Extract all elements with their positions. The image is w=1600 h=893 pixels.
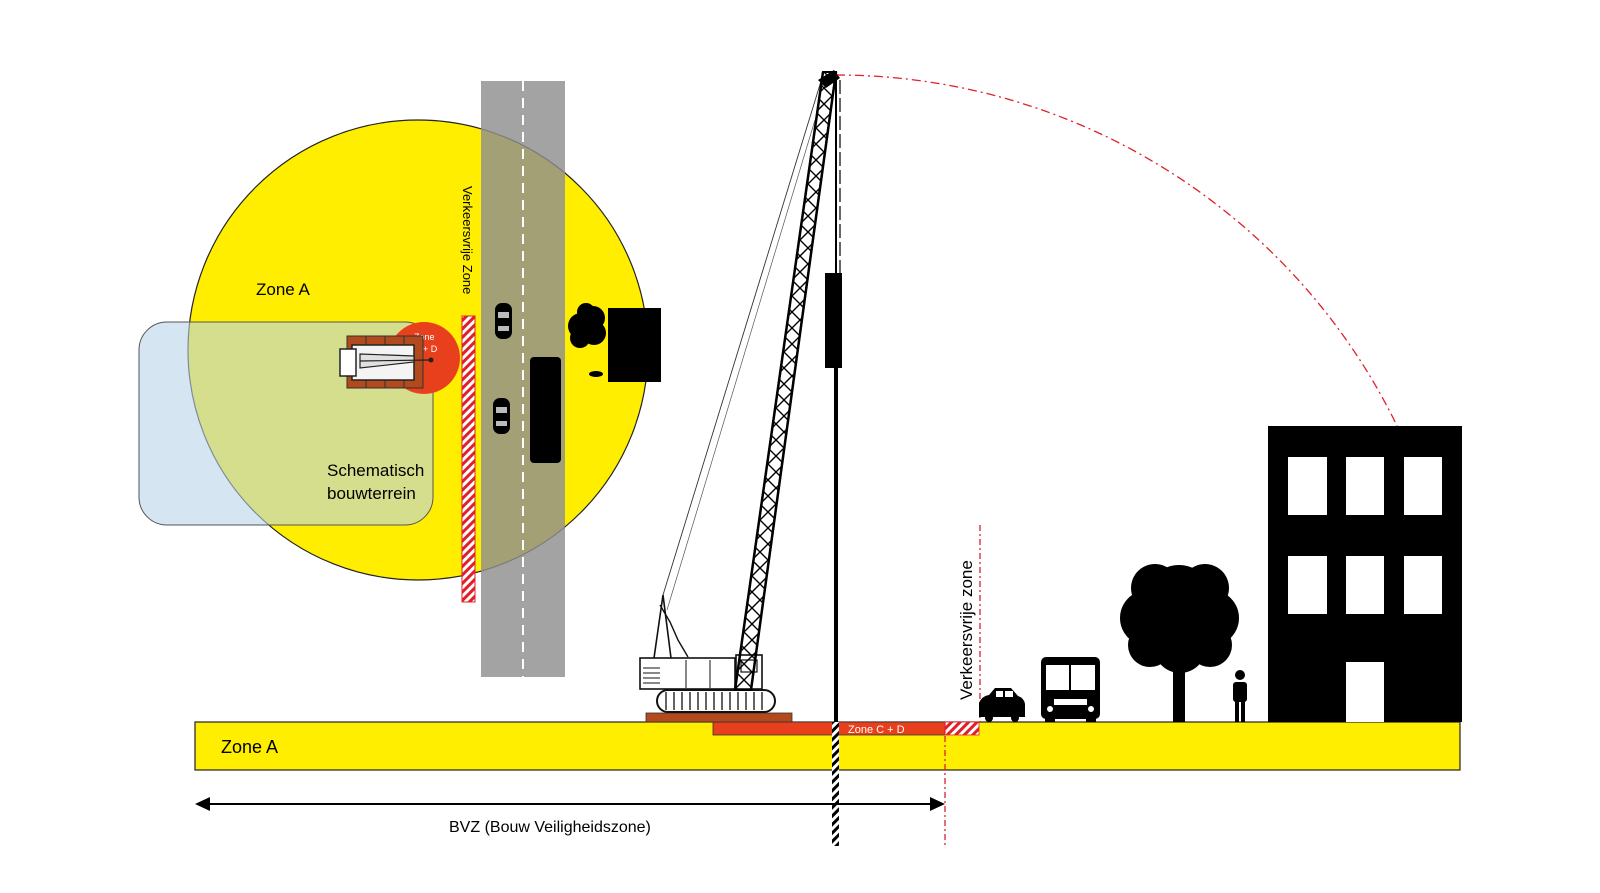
building-icon [608,308,661,382]
car-icon [495,303,512,339]
plan-zone-cd-label-1: Zone [414,332,435,342]
plan-site-label-1: Schematisch [327,461,424,480]
elevation-view: Zone A Zone C + D Verkeersvrije zone BVZ… [194,70,1462,846]
plan-zone-a-label: Zone A [256,280,311,299]
bvz-label: BVZ (Bouw Veiligheidszone) [449,819,651,836]
elevation-zone-a-label: Zone A [221,737,278,757]
traffic-free-block [944,721,980,736]
person-icon [589,371,603,377]
traffic-free-strip [461,315,476,603]
crane-mat [645,712,793,723]
bvz-arrow [195,797,945,811]
tree-icon [568,303,606,348]
elevation-zone-cd-label: Zone C + D [848,724,905,736]
pile-axis-hatched [832,722,839,846]
building-icon [1268,426,1462,722]
elevation-traffic-free-label: Verkeersvrije zone [957,560,976,700]
bus-icon [1041,657,1100,722]
zone-cd-strip [712,721,946,736]
crawler-crane [639,70,842,722]
car-icon [979,688,1025,722]
tree-icon [1120,564,1239,722]
plan-view: Verkeersvrije Zone Zone C + D [138,81,661,677]
bus-icon [530,357,561,463]
person-icon [1233,670,1247,722]
plan-zone-cd-label-2: C + D [414,344,438,354]
plan-site-label-2: bouwterrein [327,484,416,503]
plan-traffic-free-label: Verkeersvrije Zone [460,186,475,294]
crane-top-view [339,335,434,389]
car-icon [493,398,510,434]
